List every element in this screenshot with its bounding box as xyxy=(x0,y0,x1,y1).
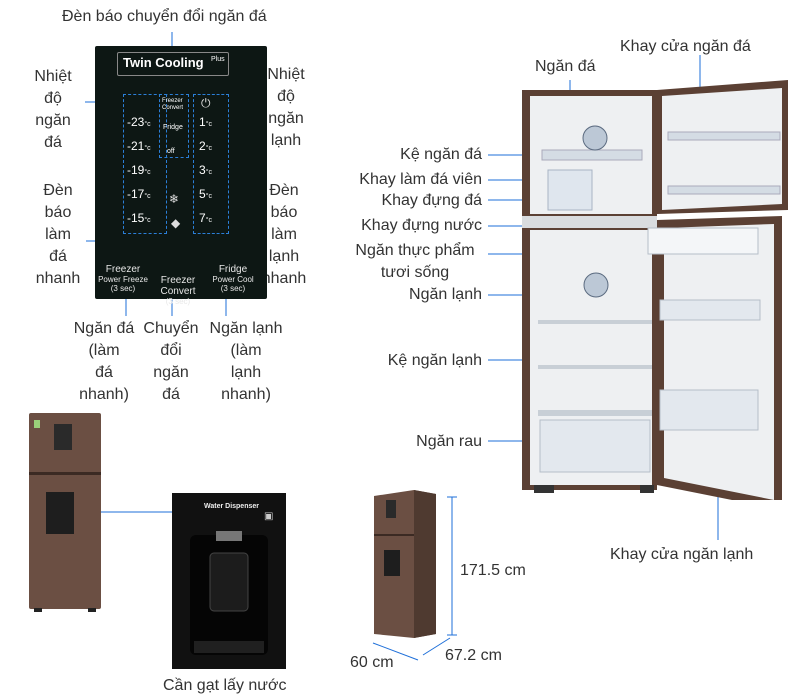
dimension-width: 60 cm xyxy=(350,654,394,671)
fridge-front-illustration xyxy=(29,413,101,612)
dimension-height: 171.5 cm xyxy=(460,562,526,579)
water-tank-label: Khay đựng nước xyxy=(361,217,482,234)
freezer-compartment-label: Ngăn đá xyxy=(535,58,596,75)
convert-button-label: Chuyển đổi ngăn đá xyxy=(143,320,199,403)
fresh-food-label: Ngăn thực phẩm tươi sống xyxy=(355,242,475,281)
fridge-compartment-label: Ngăn lạnh xyxy=(409,286,482,303)
fridge-temp-value: 2°c xyxy=(199,139,212,153)
freezer-temp-value: -19°c xyxy=(127,163,151,177)
water-dispenser-closeup: Water Dispenser ▣ xyxy=(172,493,286,669)
fast-ice-label: Đèn báo làm đá nhanh xyxy=(35,182,81,287)
freezer-temp-value: -23°c xyxy=(127,115,151,129)
freezer-door-tray-label: Khay cửa ngăn đá xyxy=(620,38,751,55)
dispenser-lever xyxy=(190,531,268,655)
fridge-dimension-illustration xyxy=(374,490,436,638)
convert-freezer-text: Freezer Convert xyxy=(162,98,184,111)
freezer-temp-value: -17°c xyxy=(127,187,151,201)
brand-plus: Plus xyxy=(211,56,225,63)
freezer-temp-value: -15°c xyxy=(127,211,151,225)
freezer-temp-box xyxy=(123,94,167,234)
plug-icon: ⏻ xyxy=(201,96,211,110)
button-row xyxy=(95,258,267,259)
fridge-button-label: Ngăn lạnh (làm lạnh nhanh) xyxy=(209,320,283,403)
dispenser-panel-text: Water Dispenser xyxy=(204,503,259,510)
fridge-power-cool-button[interactable]: Fridge Power Cool (3 sec) xyxy=(212,264,254,293)
lock-icon: ▣ xyxy=(264,511,274,522)
dispenser-caption: Cần gạt lấy nước xyxy=(163,677,287,694)
fast-cool-label: Đèn báo làm lạnh nhanh xyxy=(261,182,307,287)
convert-off-text: off xyxy=(167,148,175,155)
convert-indicator-label: Đèn báo chuyển đổi ngăn đá xyxy=(62,8,267,25)
fridge-door-tray-label: Khay cửa ngăn lạnh xyxy=(610,546,754,563)
brand-title: Twin Cooling xyxy=(123,55,204,70)
ice-maker-tray-label: Khay làm đá viên xyxy=(359,171,482,188)
freezer-convert-button[interactable]: Freezer Convert (3 sec) xyxy=(160,275,196,306)
fridge-temp-value: 7°c xyxy=(199,211,212,225)
fridge-temp-value: 3°c xyxy=(199,163,212,177)
freezer-temp-value: -21°c xyxy=(127,139,151,153)
fridge-temp-box xyxy=(193,94,229,234)
freezer-power-freeze-button[interactable]: Freezer Power Freeze (3 sec) xyxy=(98,264,148,293)
fridge-open-illustration xyxy=(522,80,788,500)
fridge-temp-value: 1°c xyxy=(199,115,212,129)
fast-cool-icon: ◆ xyxy=(171,216,181,230)
freezer-button-label: Ngăn đá (làm đá nhanh) xyxy=(73,320,135,403)
convert-box xyxy=(159,94,189,158)
fast-ice-icon: ❄ xyxy=(169,192,180,206)
brand-box xyxy=(117,52,229,76)
ice-box-label: Khay đựng đá xyxy=(381,192,482,209)
control-panel: Twin Cooling Plus -23°c -21°c -19°c -17°c -1… xyxy=(95,46,267,306)
fridge-temp-label: Nhiệt độ ngăn lạnh xyxy=(267,66,305,149)
freezer-shelf-label: Kệ ngăn đá xyxy=(400,146,482,163)
fridge-temp-value: 5°c xyxy=(199,187,212,201)
freezer-temp-label: Nhiệt độ ngăn đá xyxy=(34,68,72,151)
vegetable-drawer-label: Ngăn rau xyxy=(416,433,482,450)
dimension-depth: 67.2 cm xyxy=(445,647,502,664)
convert-fridge-text: Fridge xyxy=(163,124,183,131)
fridge-shelf-label: Kệ ngăn lạnh xyxy=(387,352,482,369)
